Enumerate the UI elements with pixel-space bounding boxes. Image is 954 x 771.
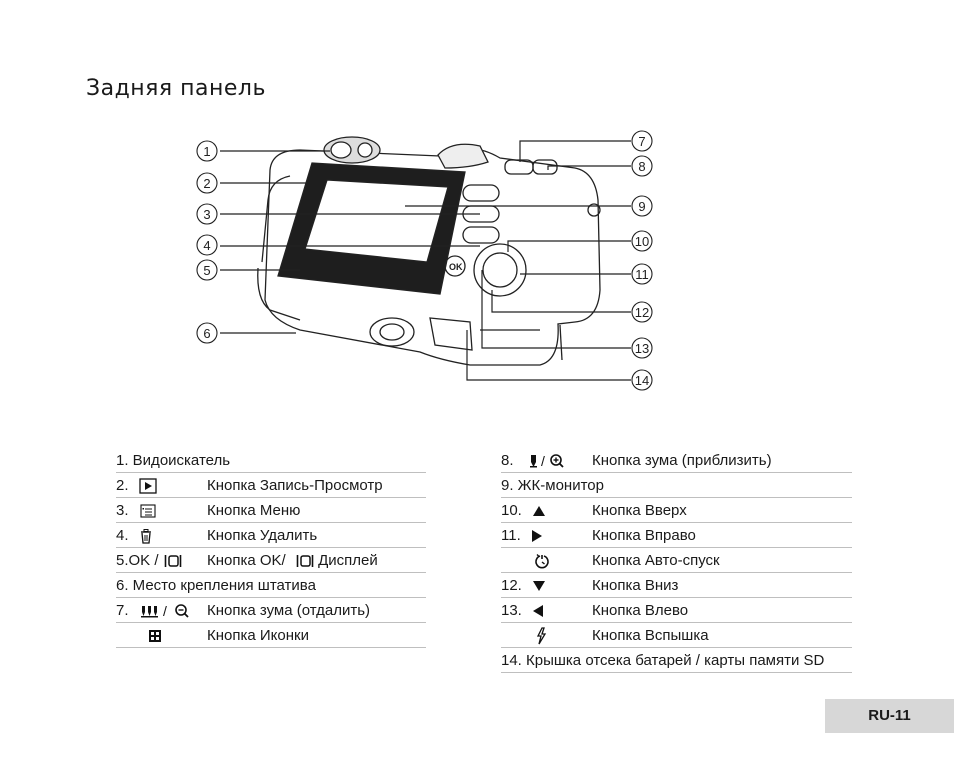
legend-row-number: 6. Место крепления штатива: [116, 577, 316, 594]
legend-row: Кнопка Вспышка: [501, 623, 852, 648]
legend-row: 1. Видоискатель: [116, 448, 426, 473]
legend-row-number: 13.: [501, 602, 522, 619]
callout-3: [196, 203, 218, 225]
callout-label: 4: [203, 238, 210, 253]
display-icon: [296, 555, 314, 568]
legend-row: 14. Крышка отсека батарей / карты памяти…: [501, 648, 852, 673]
menu-box-icon: [140, 504, 156, 518]
svg-text:/: /: [541, 453, 545, 469]
legend-row-number: 11.: [501, 527, 521, 544]
legend-table-left: 1. Видоискатель 2. Кнопка Запись-Просмот…: [116, 448, 426, 648]
legend-row-number: 10.: [501, 502, 522, 519]
callout-label: 11: [635, 267, 649, 282]
callout-label: 1: [203, 144, 210, 159]
camera-back-diagram: OK: [196, 130, 653, 391]
legend-row: Кнопка Авто-спуск: [501, 548, 852, 573]
legend-row: 4. Кнопка Удалить: [116, 523, 426, 548]
callout-8: [631, 155, 653, 177]
legend-row-label-tail: Дисплей: [318, 552, 378, 569]
legend-row: 3. Кнопка Меню: [116, 498, 426, 523]
callout-label: 9: [638, 199, 645, 214]
callout-label: 7: [638, 134, 645, 149]
legend-row-number: 4.: [116, 527, 129, 544]
arrow-up-icon: [533, 506, 546, 517]
legend-table-right: 8. / Кнопка зума (приблизить) 9. ЖК-мони…: [501, 448, 852, 673]
flash-icon: [536, 627, 547, 645]
page-title: Задняя панель: [86, 76, 266, 101]
legend-row-number: 2.: [116, 477, 129, 494]
callout-label: 3: [203, 207, 210, 222]
legend-row: 9. ЖК-монитор: [501, 473, 852, 498]
callout-label: 6: [203, 326, 210, 341]
legend-row-number: 5.OK /: [116, 552, 159, 569]
callout-label: 10: [635, 234, 649, 249]
legend-row-label: Кнопка Меню: [207, 502, 301, 519]
callout-label: 14: [635, 373, 649, 388]
legend-row-label: Кнопка Влево: [592, 602, 689, 619]
legend-row: Кнопка Иконки: [116, 623, 426, 648]
legend-row: 11. Кнопка Вправо: [501, 523, 852, 548]
arrow-left-icon: [533, 605, 544, 618]
legend-row-number: 14. Крышка отсека батарей / карты памяти…: [501, 652, 825, 669]
callout-12: [631, 301, 653, 323]
callout-4: [196, 234, 218, 256]
callout-14: [631, 369, 653, 391]
legend-row-label: Кнопка Вправо: [592, 527, 696, 544]
legend-row-number: 7.: [116, 602, 129, 619]
legend-row-label: Кнопка Авто-спуск: [592, 552, 720, 569]
legend-row-label: Кнопка OK/: [207, 552, 286, 569]
legend-row-label: Кнопка зума (приблизить): [592, 452, 772, 469]
zoom-in-icons: /: [529, 453, 564, 469]
legend-row-label: Кнопка Запись-Просмотр: [207, 477, 383, 494]
page-number: RU-11: [825, 699, 954, 733]
callout-11: [631, 263, 653, 285]
self-timer-icon: [535, 554, 549, 569]
callout-5: [196, 259, 218, 281]
callout-label: 2: [203, 176, 210, 191]
legend-row: 7. / Кнопка зума (отдалить): [116, 598, 426, 623]
legend-row: 5.OK / Кнопка OK/ Дисплей: [116, 548, 426, 573]
legend-row-label: Кнопка Иконки: [207, 627, 309, 644]
legend-row: 6. Место крепления штатива: [116, 573, 426, 598]
svg-text:OK: OK: [449, 262, 463, 272]
arrow-right-icon: [531, 530, 542, 543]
display-icon: [164, 555, 182, 568]
arrow-down-icon: [533, 581, 546, 592]
thumbnail-icon: [149, 630, 161, 643]
legend-row-number: 8.: [501, 452, 514, 469]
play-box-icon: [139, 478, 157, 494]
callout-7: [631, 130, 653, 152]
legend-row-label: Кнопка Удалить: [207, 527, 318, 544]
legend-row-label: Кнопка Вниз: [592, 577, 679, 594]
svg-text:/: /: [163, 603, 167, 619]
callout-2: [196, 172, 218, 194]
callout-label: 8: [638, 159, 645, 174]
legend-row: 13. Кнопка Влево: [501, 598, 852, 623]
callout-10: [631, 230, 653, 252]
callout-1: [196, 140, 218, 162]
legend-row-label: Кнопка Вспышка: [592, 627, 709, 644]
legend-row-label: Кнопка зума (отдалить): [207, 602, 371, 619]
callout-label: 5: [203, 263, 210, 278]
legend-row-number: 1. Видоискатель: [116, 452, 231, 469]
callout-label: 13: [635, 341, 649, 356]
legend-row: 10. Кнопка Вверх: [501, 498, 852, 523]
trash-icon: [140, 529, 151, 544]
callout-label: 12: [635, 305, 649, 320]
legend-row-label: Кнопка Вверх: [592, 502, 687, 519]
legend-row: 12. Кнопка Вниз: [501, 573, 852, 598]
callout-13: [631, 337, 653, 359]
legend-row-number: 3.: [116, 502, 129, 519]
legend-row: 2. Кнопка Запись-Просмотр: [116, 473, 426, 498]
legend-row-number: 12.: [501, 577, 522, 594]
zoom-out-icons: /: [140, 603, 189, 619]
legend-row-number: 9. ЖК-монитор: [501, 477, 604, 494]
callout-9: [631, 195, 653, 217]
legend-row: 8. / Кнопка зума (приблизить): [501, 448, 852, 473]
callout-6: [196, 322, 218, 344]
